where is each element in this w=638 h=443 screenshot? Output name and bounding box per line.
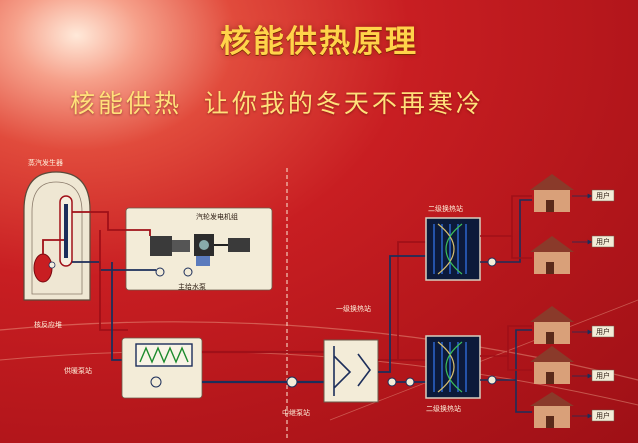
user-tags xyxy=(591,189,615,422)
user-arrows xyxy=(572,193,593,419)
label-user: 用户 xyxy=(596,238,610,246)
primary-exchange-station xyxy=(323,339,379,403)
label-user: 用户 xyxy=(596,192,610,200)
label-primary-station: 一级换热站 xyxy=(336,305,371,313)
label-user: 用户 xyxy=(596,412,610,420)
label-user: 用户 xyxy=(596,328,610,336)
turbine-panel xyxy=(125,207,273,291)
house-icon xyxy=(530,236,574,274)
diagram-subtitle: 核能供热 让你我的冬天不再寒冷 xyxy=(70,89,484,118)
house-icon xyxy=(530,174,574,212)
trunk-pipes xyxy=(202,350,330,388)
label-user: 用户 xyxy=(596,372,610,380)
house-pipes xyxy=(480,195,532,413)
label-reactor: 核反应堆 xyxy=(34,321,62,329)
label-heating-pump: 供暖泵站 xyxy=(64,367,92,375)
secondary-pipes xyxy=(378,241,426,387)
house-icon xyxy=(530,346,574,384)
label-secondary-station-bottom: 二级换热站 xyxy=(426,405,461,413)
reactor-containment xyxy=(23,171,91,301)
label-secondary-station-top: 二级换热站 xyxy=(428,205,463,213)
secondary-exchanger-bottom xyxy=(425,335,481,399)
label-steam-generator: 蒸汽发生器 xyxy=(28,159,63,167)
label-feed-pump: 主给水泵 xyxy=(178,283,206,291)
heating-exchanger-panel xyxy=(121,337,203,399)
house-icon xyxy=(530,392,574,428)
diagram-title: 核能供热原理 xyxy=(220,24,418,60)
secondary-exchanger-top xyxy=(425,217,481,281)
label-mid-pump: 中继泵站 xyxy=(282,409,310,417)
house-icon xyxy=(530,306,574,344)
label-turbine-station: 汽轮发电机组 xyxy=(196,213,238,221)
